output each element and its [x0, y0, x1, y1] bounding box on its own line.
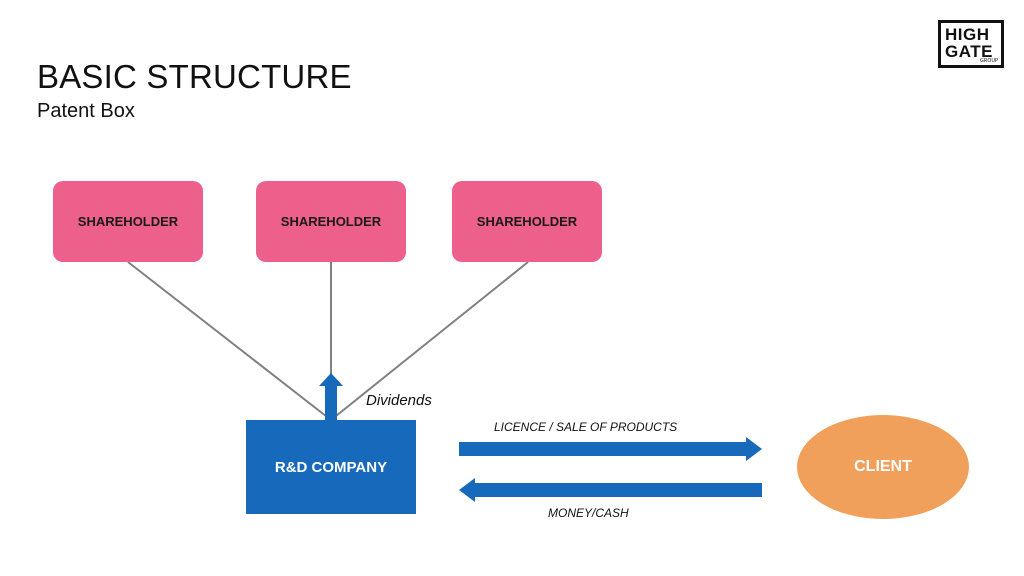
dividends-arrow: [319, 373, 343, 420]
rd-company-box: R&D COMPANY: [246, 420, 416, 514]
logo-line-1: HIGH: [945, 25, 990, 44]
licence-arrow: [459, 437, 762, 461]
client-ellipse: CLIENT: [797, 415, 969, 519]
money-arrow: [459, 478, 762, 502]
dividends-label: Dividends: [366, 392, 432, 409]
shareholder-box-3: SHAREHOLDER: [452, 181, 602, 262]
money-label: MONEY/CASH: [548, 506, 629, 520]
licence-label: LICENCE / SALE OF PRODUCTS: [494, 420, 678, 434]
shareholder-box-1: SHAREHOLDER: [53, 181, 203, 262]
connector-line-1: [127, 261, 332, 421]
page-subtitle: Patent Box: [37, 100, 135, 122]
connector-line-3: [330, 261, 529, 421]
logo-line-3: GROUP: [980, 58, 998, 64]
company-logo: HIGH GATE GROUP: [938, 20, 1004, 68]
logo-line-2: GATE: [945, 42, 993, 61]
page-title: BASIC STRUCTURE: [37, 58, 352, 95]
shareholder-box-2: SHAREHOLDER: [256, 181, 406, 262]
